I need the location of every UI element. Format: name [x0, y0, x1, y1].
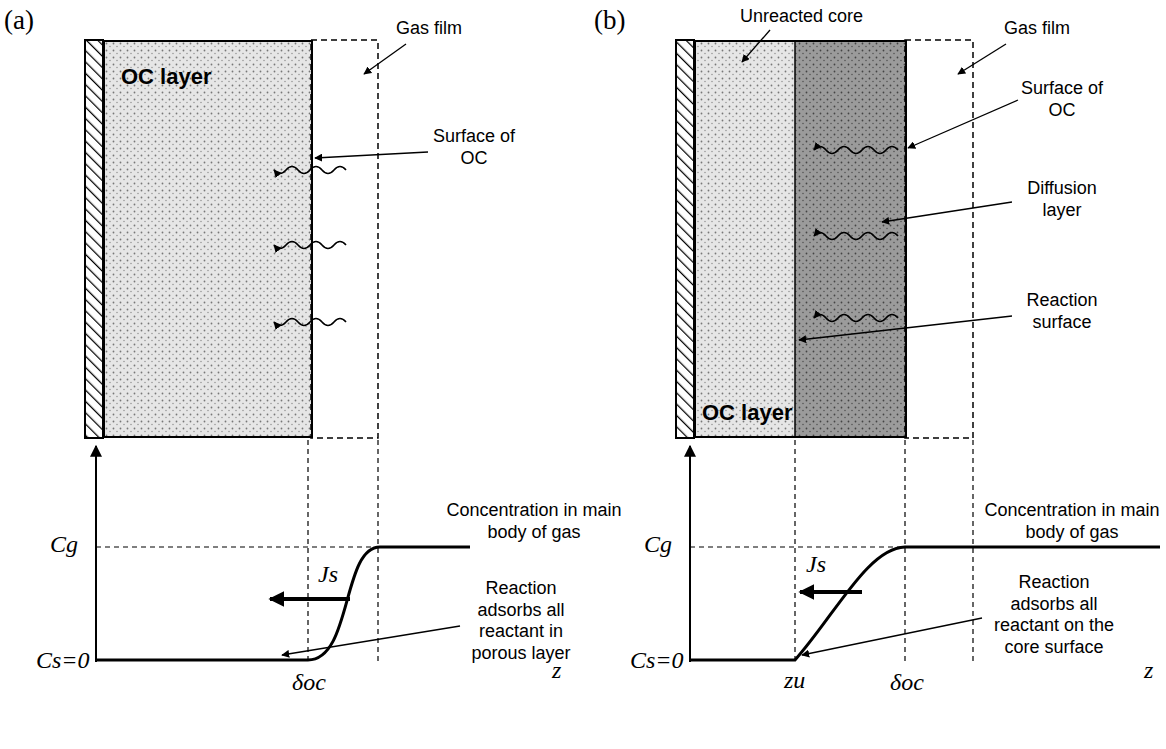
axis-symbol: zu: [784, 666, 805, 695]
callout-label: Gas film: [396, 18, 462, 40]
layer-label: OC layer: [702, 400, 905, 426]
callout-label: Surface of OC: [432, 126, 516, 169]
axis-symbol: Cg: [50, 530, 78, 559]
axis-symbol: δoc: [890, 668, 924, 697]
panel-letter: (a): [4, 4, 34, 36]
callout-label: Reaction adsorbs all reactant on the cor…: [986, 572, 1122, 658]
oc-layer-box: OC layer: [103, 40, 313, 438]
callout-label: Unreacted core: [740, 6, 863, 28]
axis-symbol: Cg: [644, 530, 672, 559]
axis-symbol: Js: [318, 560, 338, 589]
oc-layer-box: OC layer: [694, 40, 907, 438]
axis-symbol: z: [1144, 656, 1153, 685]
panel-letter: (b): [594, 4, 625, 36]
callout-label: Surface of OC: [1020, 78, 1104, 121]
axis-symbol: z: [552, 656, 561, 685]
callout-label: Reaction surface: [1014, 290, 1110, 333]
callout-label: Gas film: [1004, 18, 1070, 40]
axis-symbol: Js: [806, 550, 826, 579]
callout-label: Concentration in main body of gas: [984, 500, 1160, 543]
axis-symbol: δoc: [292, 668, 326, 697]
callout-label: Diffusion layer: [1014, 178, 1110, 221]
axis-symbol: Cs=0: [36, 646, 90, 675]
callout-label: Concentration in main body of gas: [446, 500, 622, 543]
axis-symbol: Cs=0: [630, 646, 684, 675]
layer-label: OC layer: [121, 64, 311, 90]
callout-label: Reaction adsorbs all reactant in porous …: [464, 578, 578, 664]
